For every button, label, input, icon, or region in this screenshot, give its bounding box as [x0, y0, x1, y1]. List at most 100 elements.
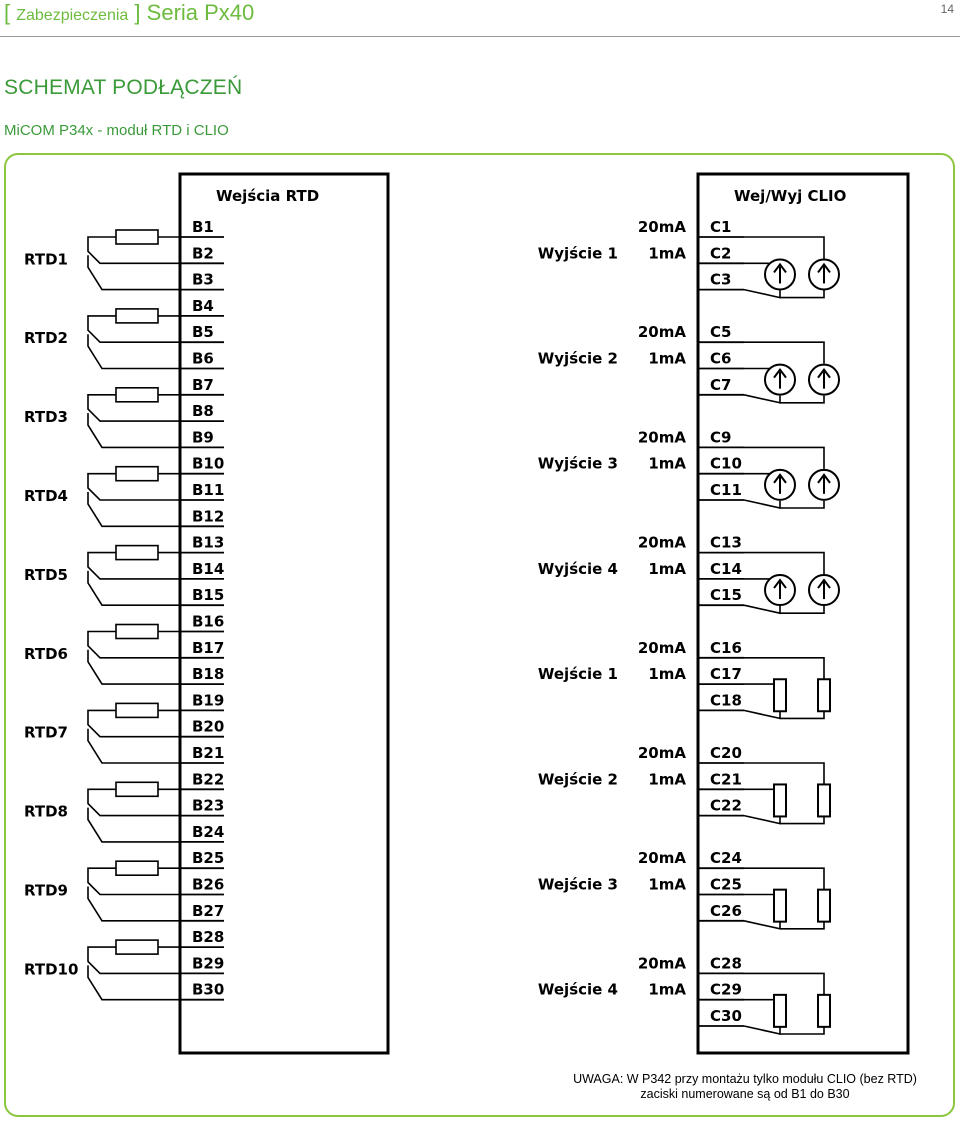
- rtd-sensor-label: RTD10: [24, 960, 78, 978]
- clio-block-box: [696, 172, 910, 1055]
- header-series: Seria Px40: [146, 0, 255, 25]
- rtd-terminal-label: B12: [192, 507, 224, 525]
- rtd-terminal-label: B28: [192, 928, 224, 946]
- rtd-wire: [87, 807, 180, 843]
- rtd-terminal-label: B18: [192, 665, 224, 683]
- clio-terminal-label: C6: [710, 350, 731, 368]
- clio-range-high: 20mA: [638, 954, 687, 972]
- rtd-resistor: [115, 229, 159, 245]
- rtd-terminal-label: B19: [192, 691, 224, 709]
- clio-channel-label: Wejście 4: [538, 981, 618, 999]
- rtd-terminal-label: B27: [192, 902, 224, 920]
- clio-channel-label: Wyjście 1: [538, 244, 618, 262]
- rtd-terminal-label: B3: [192, 271, 214, 289]
- clio-range-high: 20mA: [638, 218, 687, 236]
- clio-wire: [744, 446, 825, 469]
- clio-terminal-label: C10: [710, 455, 742, 473]
- rtd-terminal-label: B15: [192, 586, 224, 604]
- clio-terminal-label: C28: [710, 954, 742, 972]
- rtd-terminal-label: B29: [192, 954, 224, 972]
- clio-wire: [780, 500, 825, 509]
- clio-wire: [744, 341, 825, 364]
- clio-range-low: 1mA: [648, 560, 686, 578]
- meter-arrowhead: [773, 262, 787, 274]
- clio-terminal-label: C14: [710, 560, 742, 578]
- rtd-terminal-label: B23: [192, 797, 224, 815]
- meter-arrowhead: [817, 473, 831, 484]
- rtd-terminal-label: B14: [192, 560, 224, 578]
- rtd-wire: [87, 255, 180, 291]
- meter-arrowhead: [773, 578, 787, 589]
- clio-range-high: 20mA: [638, 744, 687, 762]
- rtd-terminal-label: B9: [192, 428, 214, 446]
- clio-wire: [743, 604, 781, 615]
- rtd-resistor: [115, 939, 159, 955]
- rtd-terminal-label: B20: [192, 718, 224, 736]
- diagram-frame: [4, 153, 955, 1117]
- rtd-resistor: [115, 623, 159, 640]
- clio-channel-label: Wejście 2: [538, 770, 618, 788]
- rtd-terminal-label: B2: [192, 244, 214, 262]
- rtd-terminal-label: B13: [192, 534, 224, 552]
- rtd-wire: [87, 946, 180, 975]
- rtd-resistor: [115, 308, 159, 324]
- clio-terminal-label: C2: [710, 244, 731, 262]
- rtd-resistor: [115, 544, 159, 561]
- clio-terminal-label: C15: [710, 586, 742, 604]
- clio-wire: [744, 972, 825, 995]
- note-line-1: UWAGA: W P342 przy montażu tylko modułu …: [573, 1072, 917, 1086]
- clio-range-low: 1mA: [648, 455, 686, 473]
- rtd-resistor: [115, 860, 159, 877]
- load-resistor-icon: [817, 993, 831, 1028]
- rtd-terminal-label: B11: [192, 481, 224, 499]
- clio-range-low: 1mA: [648, 876, 686, 894]
- clio-range-high: 20mA: [638, 849, 687, 867]
- meter-arrowhead: [817, 367, 831, 379]
- rtd-terminal-label: B1: [192, 218, 214, 236]
- load-resistor-icon: [817, 783, 831, 818]
- clio-range-low: 1mA: [648, 981, 686, 999]
- rtd-wire: [87, 886, 180, 922]
- clio-terminal-label: C11: [710, 481, 742, 499]
- clio-wire: [744, 762, 825, 785]
- clio-terminal-label: C1: [710, 218, 731, 236]
- rtd-resistor: [115, 702, 159, 719]
- rtd-wire: [87, 472, 180, 501]
- bracket-close: ]: [128, 0, 147, 25]
- rtd-terminal-label: B8: [192, 402, 214, 420]
- clio-terminal-label: C7: [710, 376, 731, 394]
- clio-terminal-label: C9: [710, 428, 731, 446]
- note: UWAGA: W P342 przy montażu tylko modułu …: [560, 1072, 930, 1102]
- rtd-sensor-label: RTD2: [24, 329, 68, 347]
- rtd-resistor: [115, 465, 159, 482]
- bracket-open: [: [4, 0, 17, 25]
- clio-terminal-label: C3: [710, 271, 731, 289]
- rtd-terminal-label: B30: [192, 981, 224, 999]
- clio-wire: [743, 288, 781, 299]
- rtd-wire: [87, 570, 180, 607]
- clio-terminal-label: C26: [710, 902, 742, 920]
- rtd-wire: [87, 788, 180, 817]
- rtd-terminal-label: B17: [192, 639, 224, 657]
- rtd-sensor-label: RTD4: [24, 487, 68, 505]
- rtd-block-box: [178, 172, 390, 1055]
- clio-range-high: 20mA: [638, 323, 687, 341]
- rtd-terminal-label: B6: [192, 350, 214, 368]
- clio-channel-label: Wejście 3: [538, 876, 618, 894]
- meter-arrowhead: [817, 578, 831, 589]
- rtd-terminal-label: B25: [192, 849, 224, 867]
- rtd-terminal-label: B21: [192, 744, 224, 762]
- rtd-sensor-label: RTD1: [24, 250, 68, 268]
- page-title: SCHEMAT PODŁĄCZEŃ: [4, 76, 243, 99]
- rtd-wire: [87, 413, 180, 449]
- load-resistor-icon: [817, 888, 831, 923]
- clio-terminal-label: C17: [710, 665, 742, 683]
- clio-wire: [743, 499, 781, 509]
- clio-terminal-label: C20: [710, 744, 742, 762]
- meter-arrowhead: [773, 367, 787, 379]
- clio-range-low: 1mA: [648, 244, 686, 262]
- meter-arrowhead: [773, 473, 787, 484]
- rtd-wire: [87, 393, 180, 422]
- rtd-terminal-label: B5: [192, 323, 214, 341]
- rtd-wire: [87, 728, 180, 764]
